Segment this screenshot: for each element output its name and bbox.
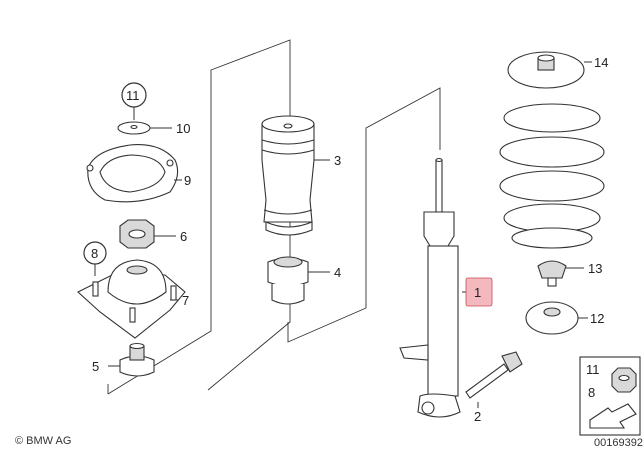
drawing-number: 00169392 [594, 437, 643, 449]
callout-6[interactable]: 6 [180, 229, 187, 244]
spring-pad-part-12 [525, 301, 579, 335]
spring-pad-part-14 [507, 51, 585, 89]
callout-1[interactable]: 1 [474, 285, 481, 300]
legend-label-8: 8 [588, 385, 595, 400]
legend-label-11: 11 [586, 362, 600, 377]
callout-11-badge [121, 82, 147, 120]
callout-11[interactable]: 11 [126, 88, 140, 103]
bump-stop-part-4 [267, 256, 309, 305]
dust-boot-part-3 [261, 115, 315, 236]
callout-7[interactable]: 7 [182, 293, 189, 308]
gasket-part-9 [86, 144, 179, 203]
mount-part-5 [119, 342, 155, 377]
callout-5[interactable]: 5 [92, 359, 99, 374]
callout-13[interactable]: 13 [588, 261, 602, 276]
legend-arrow-icon [589, 403, 637, 429]
callout-4[interactable]: 4 [334, 265, 341, 280]
callout-8[interactable]: 8 [91, 246, 98, 261]
assembly-frame-left [107, 39, 291, 395]
legend-box: 11 8 [579, 356, 641, 436]
buffer-part-13 [537, 260, 567, 287]
callout-8-badge [83, 241, 107, 276]
bolt-part-2 [465, 351, 523, 399]
washer-part-10 [117, 121, 151, 135]
assembly-frame-right [287, 87, 441, 343]
support-bearing-part-7 [77, 259, 186, 339]
shock-absorber-part-1 [399, 157, 461, 418]
callout-2[interactable]: 2 [474, 409, 481, 424]
part-1-highlight [465, 277, 493, 307]
callout-10[interactable]: 10 [176, 121, 190, 136]
callout-3[interactable]: 3 [334, 153, 341, 168]
copyright-text: © BMW AG [15, 435, 71, 447]
nut-part-6 [119, 219, 155, 249]
callout-12[interactable]: 12 [590, 311, 604, 326]
callout-14[interactable]: 14 [594, 55, 608, 70]
coil-spring [499, 103, 605, 249]
callout-9[interactable]: 9 [184, 173, 191, 188]
